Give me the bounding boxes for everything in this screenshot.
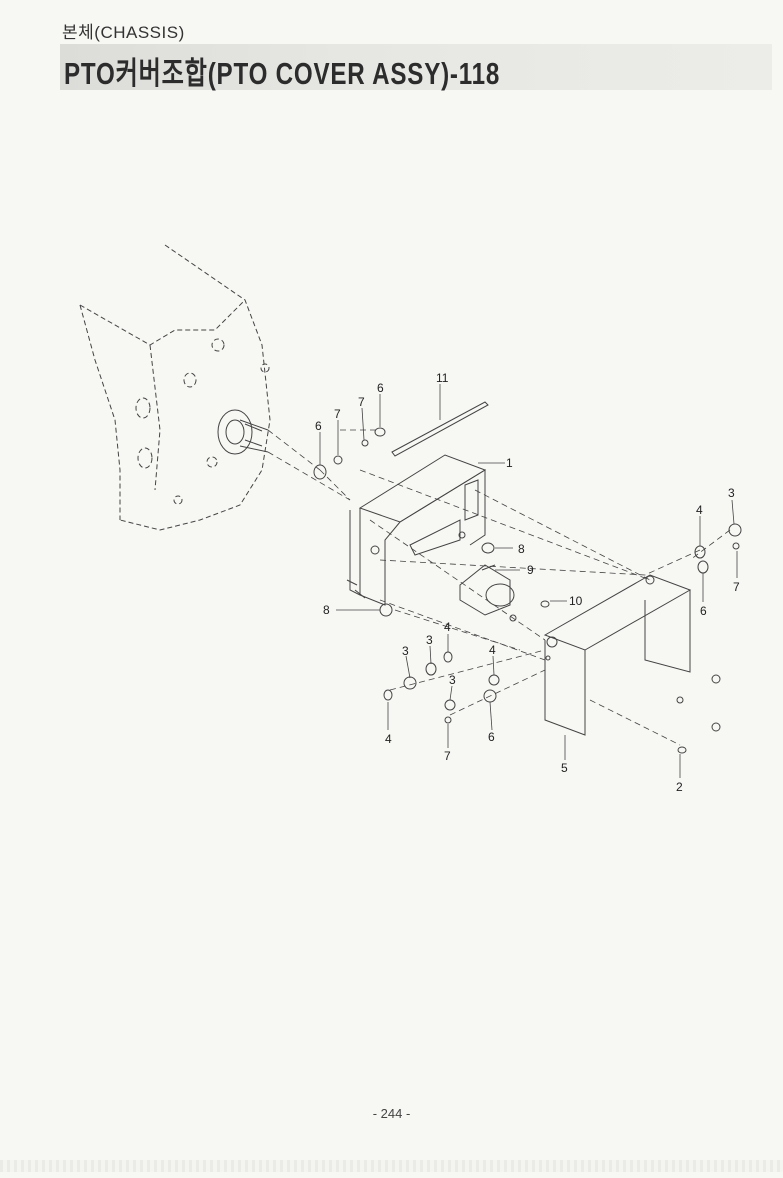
- callout-6: 6: [488, 730, 495, 744]
- part-5-cover: [543, 574, 692, 736]
- callout-3: 3: [728, 486, 735, 500]
- transmission-housing: [79, 244, 271, 531]
- title-band: [60, 44, 772, 90]
- callout-7: 7: [733, 580, 740, 594]
- callout-4: 4: [385, 732, 392, 746]
- section-category: 본체(CHASSIS): [62, 23, 185, 42]
- callout-8: 8: [518, 542, 525, 556]
- callout-3: 3: [426, 633, 433, 647]
- callout-7: 7: [444, 749, 451, 763]
- callout-11: 11: [436, 371, 449, 385]
- callout-4: 4: [444, 620, 451, 634]
- part-1-bracket: [346, 454, 487, 606]
- callout-5: 5: [561, 761, 568, 775]
- callout-6: 6: [377, 381, 384, 395]
- callout-6: 6: [700, 604, 707, 618]
- callout-7: 7: [358, 395, 365, 409]
- callout-10: 10: [569, 594, 583, 608]
- callout-3: 3: [449, 673, 456, 687]
- assembly-guide-lines: [267, 429, 731, 746]
- callout-1: 1: [506, 456, 513, 470]
- page-title: PTO커버조합(PTO COVER ASSY)-118: [64, 56, 501, 91]
- callout-6: 6: [315, 419, 322, 433]
- callout-2: 2: [676, 780, 683, 794]
- callout-3: 3: [402, 644, 409, 658]
- callout-labels: 11 6 7 7 6 1 8 9 10 8 3 4 7 6 4 3 3 4 3 …: [315, 371, 740, 794]
- fasteners: [313, 427, 742, 754]
- callout-9: 9: [527, 563, 534, 577]
- scan-artifact-strip: [0, 1160, 783, 1172]
- callout-7: 7: [334, 407, 341, 421]
- part-9-switch: [459, 564, 515, 616]
- leader-lines: [319, 384, 738, 778]
- page-number: - 244 -: [372, 1106, 411, 1121]
- part-11-rod: [391, 401, 489, 457]
- callout-4: 4: [696, 503, 703, 517]
- callout-8: 8: [323, 603, 330, 617]
- pto-shaft: [217, 409, 269, 455]
- callout-4: 4: [489, 643, 496, 657]
